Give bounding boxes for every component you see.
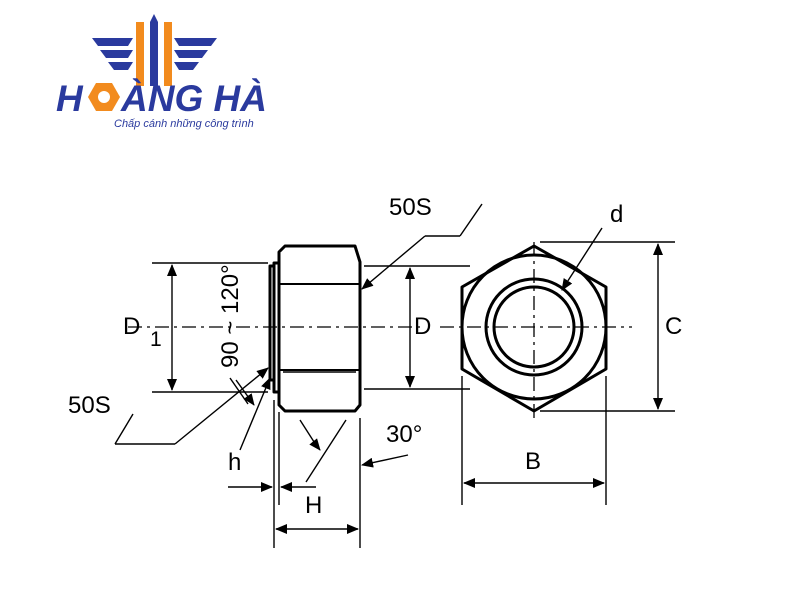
nut-side-view [268,244,362,413]
label-thread-diameter: d [610,201,623,228]
label-chamfer-top: 50S [389,194,432,221]
label-angle-range: 90 ~ 120° [217,264,244,368]
leader-chamfer-bottom [174,367,269,445]
label-washer-diameter: D [123,313,140,340]
dimension-labels: 50S 50S 90 ~ 120° D 1 D d C B 30° h H [68,194,682,519]
label-across-flats: B [525,448,541,475]
logo-emblem [92,14,217,86]
company-logo: H ÀNG HÀ Chấp cánh những công trình [56,14,267,130]
logo-brand-rest: ÀNG HÀ [120,78,267,119]
dim-chamfer-angle-arc [309,438,321,451]
label-chamfer-bottom: 50S [68,392,111,419]
label-washer-diameter-subscript: 1 [150,328,162,351]
nut-end-view [460,242,608,420]
label-across-corners: C [665,313,682,340]
logo-tagline: Chấp cánh những công trình [114,118,254,130]
logo-letter-h: H [56,78,84,119]
label-chamfer-angle: 30° [386,421,422,448]
label-head-height: H [305,492,322,519]
dim-chamfer-angle-arrow [361,454,409,468]
leader-thread-diameter [561,227,603,291]
label-head-diameter: D [414,313,431,340]
extension-lines [114,203,675,548]
dimension-lines [167,227,663,534]
logo-nut-icon [88,83,120,111]
leader-chamfer-top [361,235,426,290]
leader-angle-range [235,379,255,406]
leader-washer-height [239,377,271,451]
label-washer-height: h [228,449,241,476]
